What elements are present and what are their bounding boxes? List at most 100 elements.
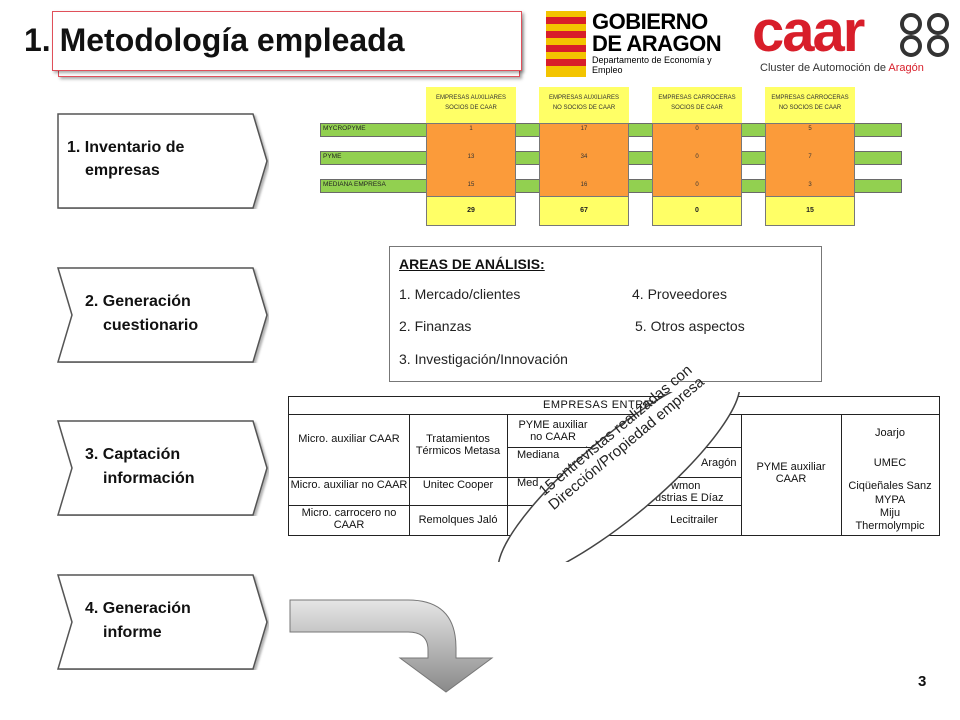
col-head-line2: NO SOCIOS DE CAAR bbox=[778, 105, 842, 111]
interviews-company: Ciqüeñales Sanz bbox=[848, 480, 932, 492]
gobierno-line2: DE ARAGON bbox=[592, 31, 722, 56]
interviews-category: PYME auxiliar no CAAR bbox=[518, 419, 588, 443]
inventory-col-body bbox=[652, 123, 742, 207]
inventory-cell: 3 bbox=[808, 182, 812, 188]
step-1-line1: 1. Inventario de bbox=[67, 139, 185, 156]
grid-line bbox=[289, 477, 507, 478]
caar-subtitle-prefix: Cluster de Automoción de bbox=[760, 62, 889, 74]
inventory-row-label: MEDIANA EMPRESA bbox=[323, 181, 386, 188]
curved-arrow-icon bbox=[289, 599, 494, 693]
inventory-cell: 1 bbox=[469, 126, 473, 132]
inventory-cell: 16 bbox=[580, 182, 588, 188]
interviews-company: Joarjo bbox=[875, 427, 905, 439]
caar-subtitle: Cluster de Automoción de Aragón bbox=[760, 62, 924, 74]
inventory-col-head: EMPRESAS AUXILIARES NO SOCIOS DE CAAR bbox=[539, 87, 629, 123]
step-3-line1: 3. Captación bbox=[85, 446, 181, 463]
step-inventario: 1. Inventario de empresas bbox=[57, 113, 269, 209]
inventory-cell: 13 bbox=[467, 154, 475, 160]
area-item: 3. Investigación/Innovación bbox=[399, 351, 568, 367]
inventory-table: MYCROPYME PYME MEDIANA EMPRESA EMPRESAS … bbox=[320, 87, 902, 230]
area-item: 4. Proveedores bbox=[632, 286, 727, 302]
step-4-line2: informe bbox=[103, 624, 162, 641]
inventory-cell: 17 bbox=[580, 126, 588, 132]
inventory-col-head: EMPRESAS CARROCERAS SOCIOS DE CAAR bbox=[652, 87, 742, 123]
page-number: 3 bbox=[918, 673, 927, 690]
inventory-total: 15 bbox=[765, 196, 855, 226]
inventory-total: 0 bbox=[652, 196, 742, 226]
gobierno-aragon-logo: GOBIERNO DE ARAGON Departamento de Econo… bbox=[546, 9, 736, 79]
interviews-company: Tratamientos Térmicos Metasa bbox=[415, 433, 501, 457]
inventory-cell: 34 bbox=[580, 154, 588, 160]
inventory-col-head: EMPRESAS CARROCERAS NO SOCIOS DE CAAR bbox=[765, 87, 855, 123]
chevron-shape-3 bbox=[57, 420, 268, 516]
page-title: 1. Metodología empleada bbox=[24, 22, 405, 58]
annotation-oval bbox=[497, 392, 741, 562]
caar-rings-icon bbox=[900, 13, 949, 57]
interviews-category: Micro. carrocero no CAAR bbox=[301, 507, 397, 531]
interviews-category: Med bbox=[517, 477, 539, 489]
title-frame bbox=[52, 11, 522, 71]
interviews-company: MYPA bbox=[874, 494, 906, 506]
areas-analisis-box: AREAS DE ANÁLISIS: 1. Mercado/clientes 4… bbox=[389, 246, 822, 382]
interviews-company: Remolques Jaló bbox=[418, 514, 498, 526]
interviews-company: Thermolympic bbox=[855, 520, 925, 532]
grid-line bbox=[507, 414, 508, 535]
inventory-col-body bbox=[539, 123, 629, 207]
inventory-total: 29 bbox=[426, 196, 516, 226]
inventory-col-body bbox=[426, 123, 516, 207]
area-item: 1. Mercado/clientes bbox=[399, 286, 521, 302]
interviews-company: ustrias E Díaz bbox=[655, 492, 724, 504]
col-head-line1: EMPRESAS AUXILIARES bbox=[548, 95, 620, 101]
inventory-cell: 0 bbox=[695, 126, 699, 132]
grid-line bbox=[741, 414, 742, 535]
inventory-cell: 5 bbox=[808, 126, 812, 132]
interviews-company: Lecitrailer bbox=[670, 514, 718, 526]
col-head-line1: EMPRESAS CARROCERAS bbox=[771, 95, 849, 101]
inventory-row-label: MYCROPYME bbox=[323, 125, 366, 132]
step-3-line2: información bbox=[103, 470, 195, 487]
gobierno-line1: GOBIERNO bbox=[592, 9, 708, 34]
step-4-line1: 4. Generación bbox=[85, 600, 191, 617]
areas-title: AREAS DE ANÁLISIS: bbox=[399, 256, 545, 272]
interviews-company: UMEC bbox=[873, 457, 907, 469]
interviews-category: Mediana bbox=[517, 449, 560, 461]
caar-logo: caar Cluster de Automoción de Aragón bbox=[752, 0, 957, 80]
aragon-flag-icon bbox=[546, 11, 586, 77]
step-1-line2: empresas bbox=[85, 162, 160, 179]
interviews-category: Micro. auxiliar no CAAR bbox=[290, 479, 408, 491]
inventory-cell: 0 bbox=[695, 154, 699, 160]
area-item: 2. Finanzas bbox=[399, 318, 472, 334]
col-head-line2: SOCIOS DE CAAR bbox=[445, 105, 497, 111]
caar-wordmark: caar bbox=[752, 0, 865, 64]
interviews-company: wmon bbox=[671, 480, 701, 492]
grid-line bbox=[841, 414, 842, 535]
col-head-line1: EMPRESAS AUXILIARES bbox=[435, 95, 507, 101]
interviews-category: PYME auxiliar CAAR bbox=[756, 461, 826, 485]
chevron-shape-2 bbox=[57, 267, 268, 363]
inventory-cell: 0 bbox=[695, 182, 699, 188]
interviews-company: Unitec Cooper bbox=[422, 479, 494, 491]
chevron-shape-1 bbox=[57, 113, 268, 209]
interviews-company: Miju bbox=[879, 507, 901, 519]
gobierno-line3: Departamento de Economía y Empleo bbox=[592, 55, 712, 75]
inventory-total: 67 bbox=[539, 196, 629, 226]
interviews-category: Micro. auxiliar CAAR bbox=[298, 433, 400, 445]
grid-line bbox=[409, 414, 410, 535]
step-informe: 4. Generación informe bbox=[57, 574, 269, 670]
col-head-line1: EMPRESAS CARROCERAS bbox=[658, 95, 736, 101]
step-2-line2: cuestionario bbox=[103, 317, 199, 334]
inventory-col-body bbox=[765, 123, 855, 207]
inventory-col-head: EMPRESAS AUXILIARES SOCIOS DE CAAR bbox=[426, 87, 516, 123]
step-2-line1: 2. Generación bbox=[85, 293, 191, 310]
inventory-row-label: PYME bbox=[323, 153, 342, 160]
step-cuestionario: 2. Generación cuestionario bbox=[57, 267, 269, 363]
step-captacion: 3. Captación información bbox=[57, 420, 269, 516]
chevron-shape-4 bbox=[57, 574, 268, 670]
inventory-cell: 7 bbox=[808, 154, 812, 160]
col-head-line2: NO SOCIOS DE CAAR bbox=[552, 105, 616, 111]
area-item: 5. Otros aspectos bbox=[635, 318, 745, 334]
caar-subtitle-highlight: Aragón bbox=[888, 62, 924, 74]
inventory-cell: 15 bbox=[467, 182, 475, 188]
col-head-line2: SOCIOS DE CAAR bbox=[671, 105, 723, 111]
interviews-company: Aragón bbox=[701, 457, 737, 469]
